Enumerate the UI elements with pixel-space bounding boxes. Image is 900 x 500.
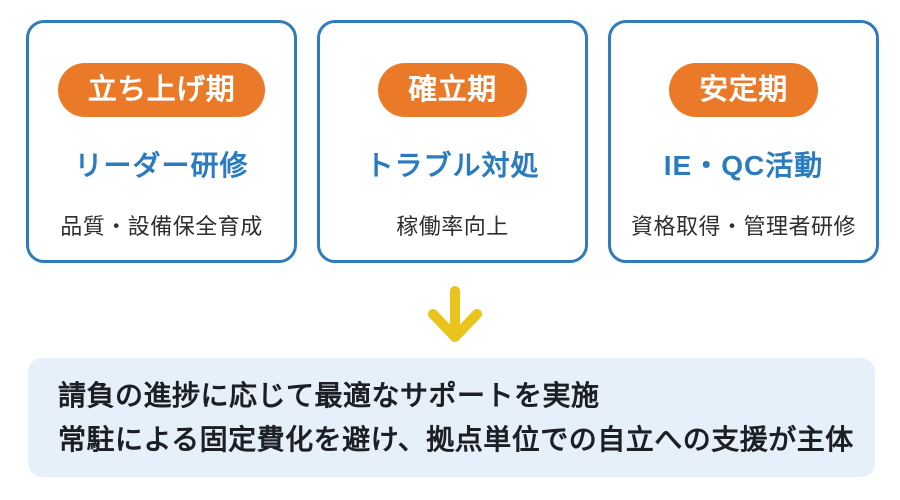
phase-badge: 確立期 — [378, 63, 527, 117]
phase-card-startup: 立ち上げ期 リーダー研修 品質・設備保全育成 — [26, 20, 297, 263]
phase-badge: 立ち上げ期 — [57, 63, 266, 117]
phase-title: リーダー研修 — [74, 150, 249, 181]
phase-title: トラブル対処 — [365, 150, 540, 181]
phase-subtitle: 稼働率向上 — [396, 214, 509, 239]
down-arrow-icon — [425, 285, 485, 347]
phase-card-stable: 安定期 IE・QC活動 資格取得・管理者研修 — [608, 20, 879, 263]
summary-line-2: 常駐による固定費化を避け、拠点単位での自立への支援が主体 — [58, 423, 854, 455]
phase-subtitle: 品質・設備保全育成 — [60, 214, 263, 239]
phase-subtitle: 資格取得・管理者研修 — [630, 214, 856, 239]
summary-box: 請負の進捗に応じて最適なサポートを実施 常駐による固定費化を避け、拠点単位での自… — [28, 358, 875, 477]
phase-title: IE・QC活動 — [663, 150, 824, 181]
phase-card-establishment: 確立期 トラブル対処 稼働率向上 — [317, 20, 588, 263]
phase-badge: 安定期 — [669, 63, 818, 117]
summary-line-1: 請負の進捗に応じて最適なサポートを実施 — [58, 379, 600, 411]
phase-cards-row: 立ち上げ期 リーダー研修 品質・設備保全育成 確立期 トラブル対処 稼働率向上 … — [26, 20, 879, 263]
